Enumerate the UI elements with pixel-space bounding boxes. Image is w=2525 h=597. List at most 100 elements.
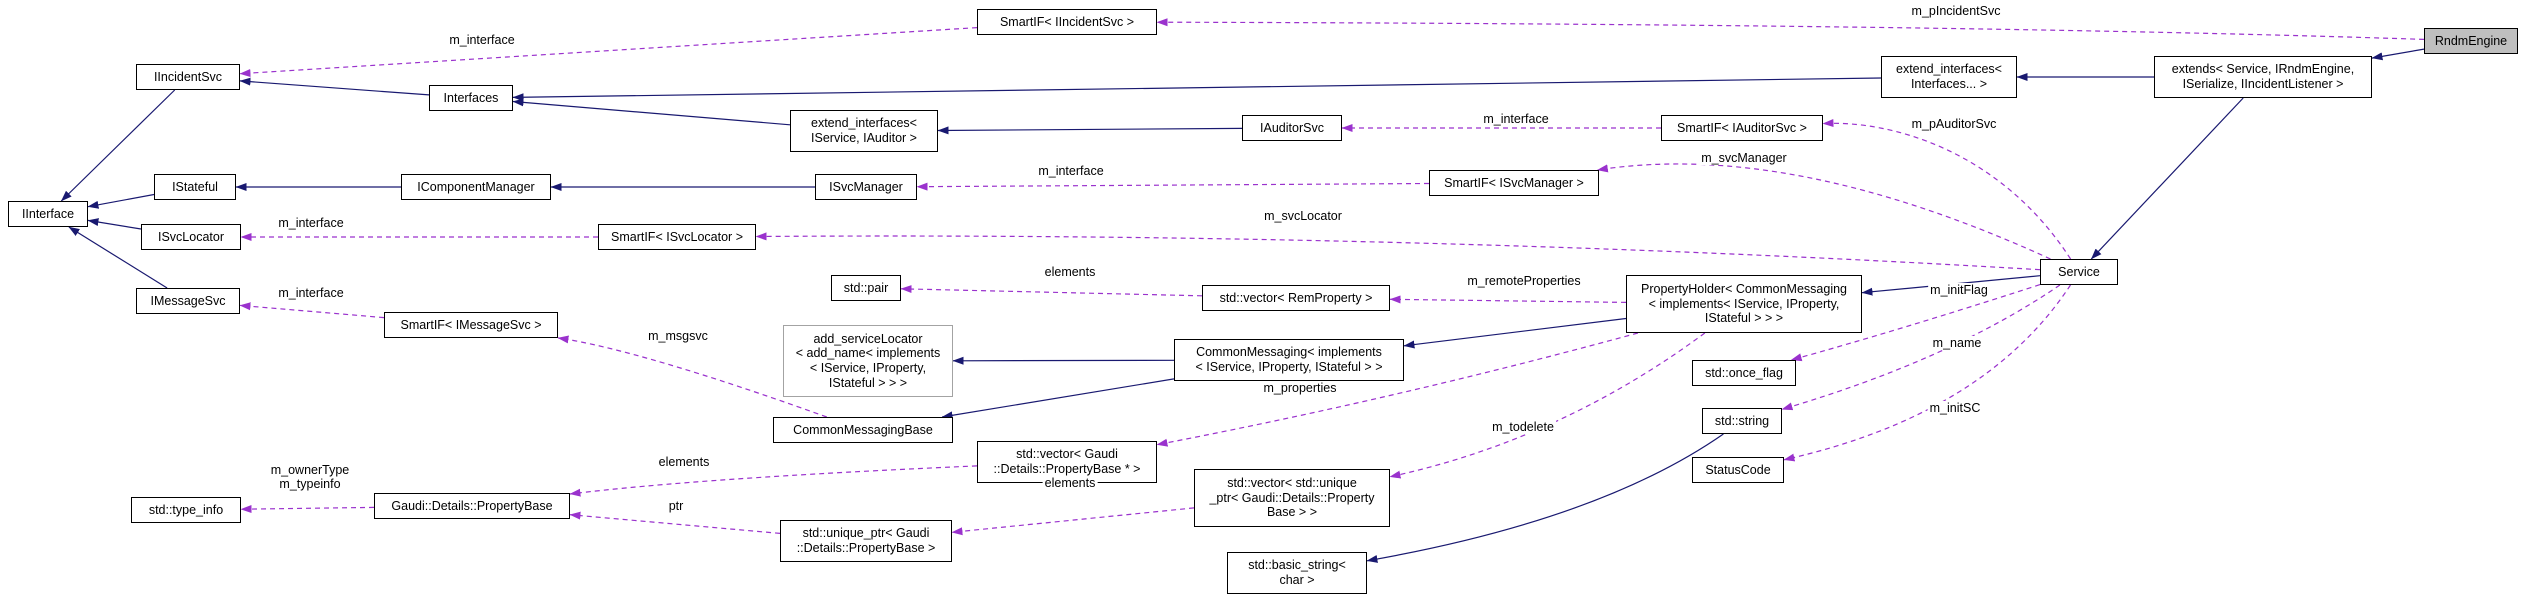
edge-label-m-interface: m_interface: [276, 216, 346, 230]
node-label: Gaudi::Details::PropertyBase: [391, 498, 553, 513]
node-label: std::pair: [843, 280, 889, 295]
edge-rndmengine-to-smartif-iincidentsvc: [1156, 18, 2425, 40]
edge-commonmessagingbase-to-smartif-imessagesvc: [557, 335, 828, 418]
edge-imessagesvc-to-iinterface: [68, 226, 168, 289]
node-iincidentsvc[interactable]: IIncidentSvc: [136, 64, 240, 90]
edge-gaudi-propertybase-to-std-type-info: [240, 505, 375, 514]
node-label: extends< Service, IRndmEngine, ISerializ…: [2171, 62, 2355, 91]
edge-label-m-remoteProperties: m_remoteProperties: [1465, 274, 1583, 288]
edge-std-unique-ptr-to-gaudi-propertybase: [569, 511, 781, 534]
edge-label-m-name: m_name: [1930, 336, 1984, 350]
node-label: Interfaces: [443, 90, 499, 105]
node-imessagesvc[interactable]: IMessageSvc: [136, 288, 240, 314]
node-gaudi-propertybase[interactable]: Gaudi::Details::PropertyBase: [374, 493, 570, 519]
edge-label-elements: elements: [1042, 476, 1098, 490]
edge-label-elements: elements: [656, 455, 712, 469]
edge-propertyholder-to-std-vector-unique-ptr: [1389, 332, 1706, 479]
edge-label-m-interface: m_interface: [447, 33, 517, 47]
node-label: SmartIF< IAuditorSvc >: [1677, 120, 1807, 135]
edge-std-vector-remproperty-to-std-pair: [900, 285, 1203, 297]
edge-label-m-interface: m_interface: [276, 286, 346, 300]
edge-service-to-smartif-iauditorsvc: [1822, 119, 2072, 260]
node-service[interactable]: Service: [2040, 259, 2118, 285]
node-label: IAuditorSvc: [1260, 120, 1324, 135]
edge-label-m-interface: m_interface: [1481, 112, 1551, 126]
node-std-string[interactable]: std::string: [1702, 408, 1782, 434]
node-commonmessaging[interactable]: CommonMessaging< implements < IService, …: [1174, 339, 1404, 381]
node-label: std::basic_string< char >: [1248, 558, 1346, 587]
edge-label-m-pIncidentSvc: m_pIncidentSvc: [1909, 4, 2003, 18]
node-label: extend_interfaces< Interfaces... >: [1896, 62, 2002, 91]
node-std-type-info[interactable]: std::type_info: [131, 497, 241, 523]
edge-iincidentsvc-to-iinterface: [60, 89, 176, 202]
node-smartif-imessagesvc[interactable]: SmartIF< IMessageSvc >: [384, 312, 558, 338]
node-extend-iservice-iauditor[interactable]: extend_interfaces< IService, IAuditor >: [790, 110, 938, 152]
node-std-pair[interactable]: std::pair: [831, 275, 901, 301]
node-label: std::unique_ptr< Gaudi ::Details::Proper…: [796, 526, 936, 555]
node-propertyholder[interactable]: PropertyHolder< CommonMessaging < implem…: [1626, 275, 1862, 333]
edge-istateful-to-iinterface: [87, 193, 155, 209]
edge-label-m-pAuditorSvc: m_pAuditorSvc: [1909, 117, 1999, 131]
node-label: IComponentManager: [417, 179, 535, 194]
node-label: SmartIF< IIncidentSvc >: [999, 14, 1135, 29]
node-std-once-flag[interactable]: std::once_flag: [1692, 360, 1796, 386]
node-extend-interfaces-pack[interactable]: extend_interfaces< Interfaces... >: [1881, 56, 2017, 98]
node-extends-service[interactable]: extends< Service, IRndmEngine, ISerializ…: [2154, 56, 2372, 98]
edge-label-m-initFlag: m_initFlag: [1928, 283, 1990, 297]
node-label: PropertyHolder< CommonMessaging < implem…: [1641, 281, 1847, 326]
edge-propertyholder-to-std-vector-propertybase-ptr: [1156, 332, 1639, 447]
edge-isvclocator-to-iinterface: [87, 218, 142, 230]
edge-label-ptr: ptr: [666, 499, 686, 513]
node-label: IInterface: [21, 206, 75, 221]
edge-iauditorsvc-to-extend-iservice-iauditor: [937, 126, 1243, 135]
node-std-vector-remproperty[interactable]: std::vector< RemProperty >: [1202, 285, 1390, 311]
node-smartif-isvcmanager[interactable]: SmartIF< ISvcManager >: [1429, 170, 1599, 196]
edge-label-elements: elements: [1042, 265, 1098, 279]
edge-service-to-std-string: [1781, 284, 2061, 411]
node-label: IIncidentSvc: [153, 69, 223, 84]
node-std-basic-string[interactable]: std::basic_string< char >: [1227, 552, 1367, 594]
edge-propertyholder-to-std-vector-remproperty: [1389, 295, 1627, 304]
node-smartif-isvclocator[interactable]: SmartIF< ISvcLocator >: [598, 224, 756, 250]
node-label: Service: [2058, 264, 2100, 279]
node-label: CommonMessaging< implements < IService, …: [1195, 345, 1383, 374]
edge-label-m-initSC: m_initSC: [1927, 401, 1983, 415]
node-label: SmartIF< IMessageSvc >: [400, 317, 542, 332]
node-smartif-iincidentsvc[interactable]: SmartIF< IIncidentSvc >: [977, 9, 1157, 35]
edge-paths: [60, 18, 2425, 563]
edge-label-m-svcManager: m_svcManager: [1699, 151, 1789, 165]
node-label: RndmEngine: [2434, 33, 2508, 48]
edge-std-string-to-std-basic-string: [1366, 433, 1724, 563]
edge-interfaces-to-iincidentsvc: [239, 77, 430, 96]
node-statuscode[interactable]: StatusCode: [1692, 457, 1784, 483]
node-interfaces[interactable]: Interfaces: [429, 85, 513, 111]
edge-extend-interfaces-pack-to-interfaces: [512, 77, 1882, 102]
edge-std-vector-propertybase-ptr-to-gaudi-propertybase: [569, 465, 978, 497]
edge-label-m-ownerType: m_ownerType m_typeinfo: [268, 463, 352, 491]
node-label: SmartIF< ISvcManager >: [1444, 175, 1584, 190]
edge-service-to-std-once-flag: [1790, 284, 2041, 362]
edge-smartif-isvcmanager-to-isvcmanager: [916, 182, 1430, 191]
node-istateful[interactable]: IStateful: [154, 174, 236, 200]
node-rndmengine: RndmEngine: [2424, 28, 2518, 54]
node-label: std::vector< RemProperty >: [1219, 290, 1373, 305]
node-isvcmanager[interactable]: ISvcManager: [815, 174, 917, 200]
node-commonmessagingbase[interactable]: CommonMessagingBase: [773, 417, 953, 443]
node-label: CommonMessagingBase: [793, 422, 933, 437]
node-std-unique-ptr[interactable]: std::unique_ptr< Gaudi ::Details::Proper…: [780, 520, 952, 562]
node-smartif-iauditorsvc[interactable]: SmartIF< IAuditorSvc >: [1661, 115, 1823, 141]
node-isvclocator[interactable]: ISvcLocator: [141, 224, 241, 250]
node-add-servicelocator[interactable]: add_serviceLocator < add_name< implement…: [783, 325, 953, 397]
node-label: IStateful: [172, 179, 218, 194]
node-std-vector-unique-ptr[interactable]: std::vector< std::unique _ptr< Gaudi::De…: [1194, 469, 1390, 527]
node-iauditorsvc[interactable]: IAuditorSvc: [1242, 115, 1342, 141]
node-label: IMessageSvc: [150, 293, 226, 308]
node-label: extend_interfaces< IService, IAuditor >: [811, 116, 917, 145]
edge-label-m-todelete: m_todelete: [1490, 420, 1556, 434]
node-iinterface[interactable]: IInterface: [8, 201, 88, 227]
node-icomponentmanager[interactable]: IComponentManager: [401, 174, 551, 200]
node-label: std::type_info: [148, 502, 224, 517]
node-label: StatusCode: [1705, 462, 1771, 477]
